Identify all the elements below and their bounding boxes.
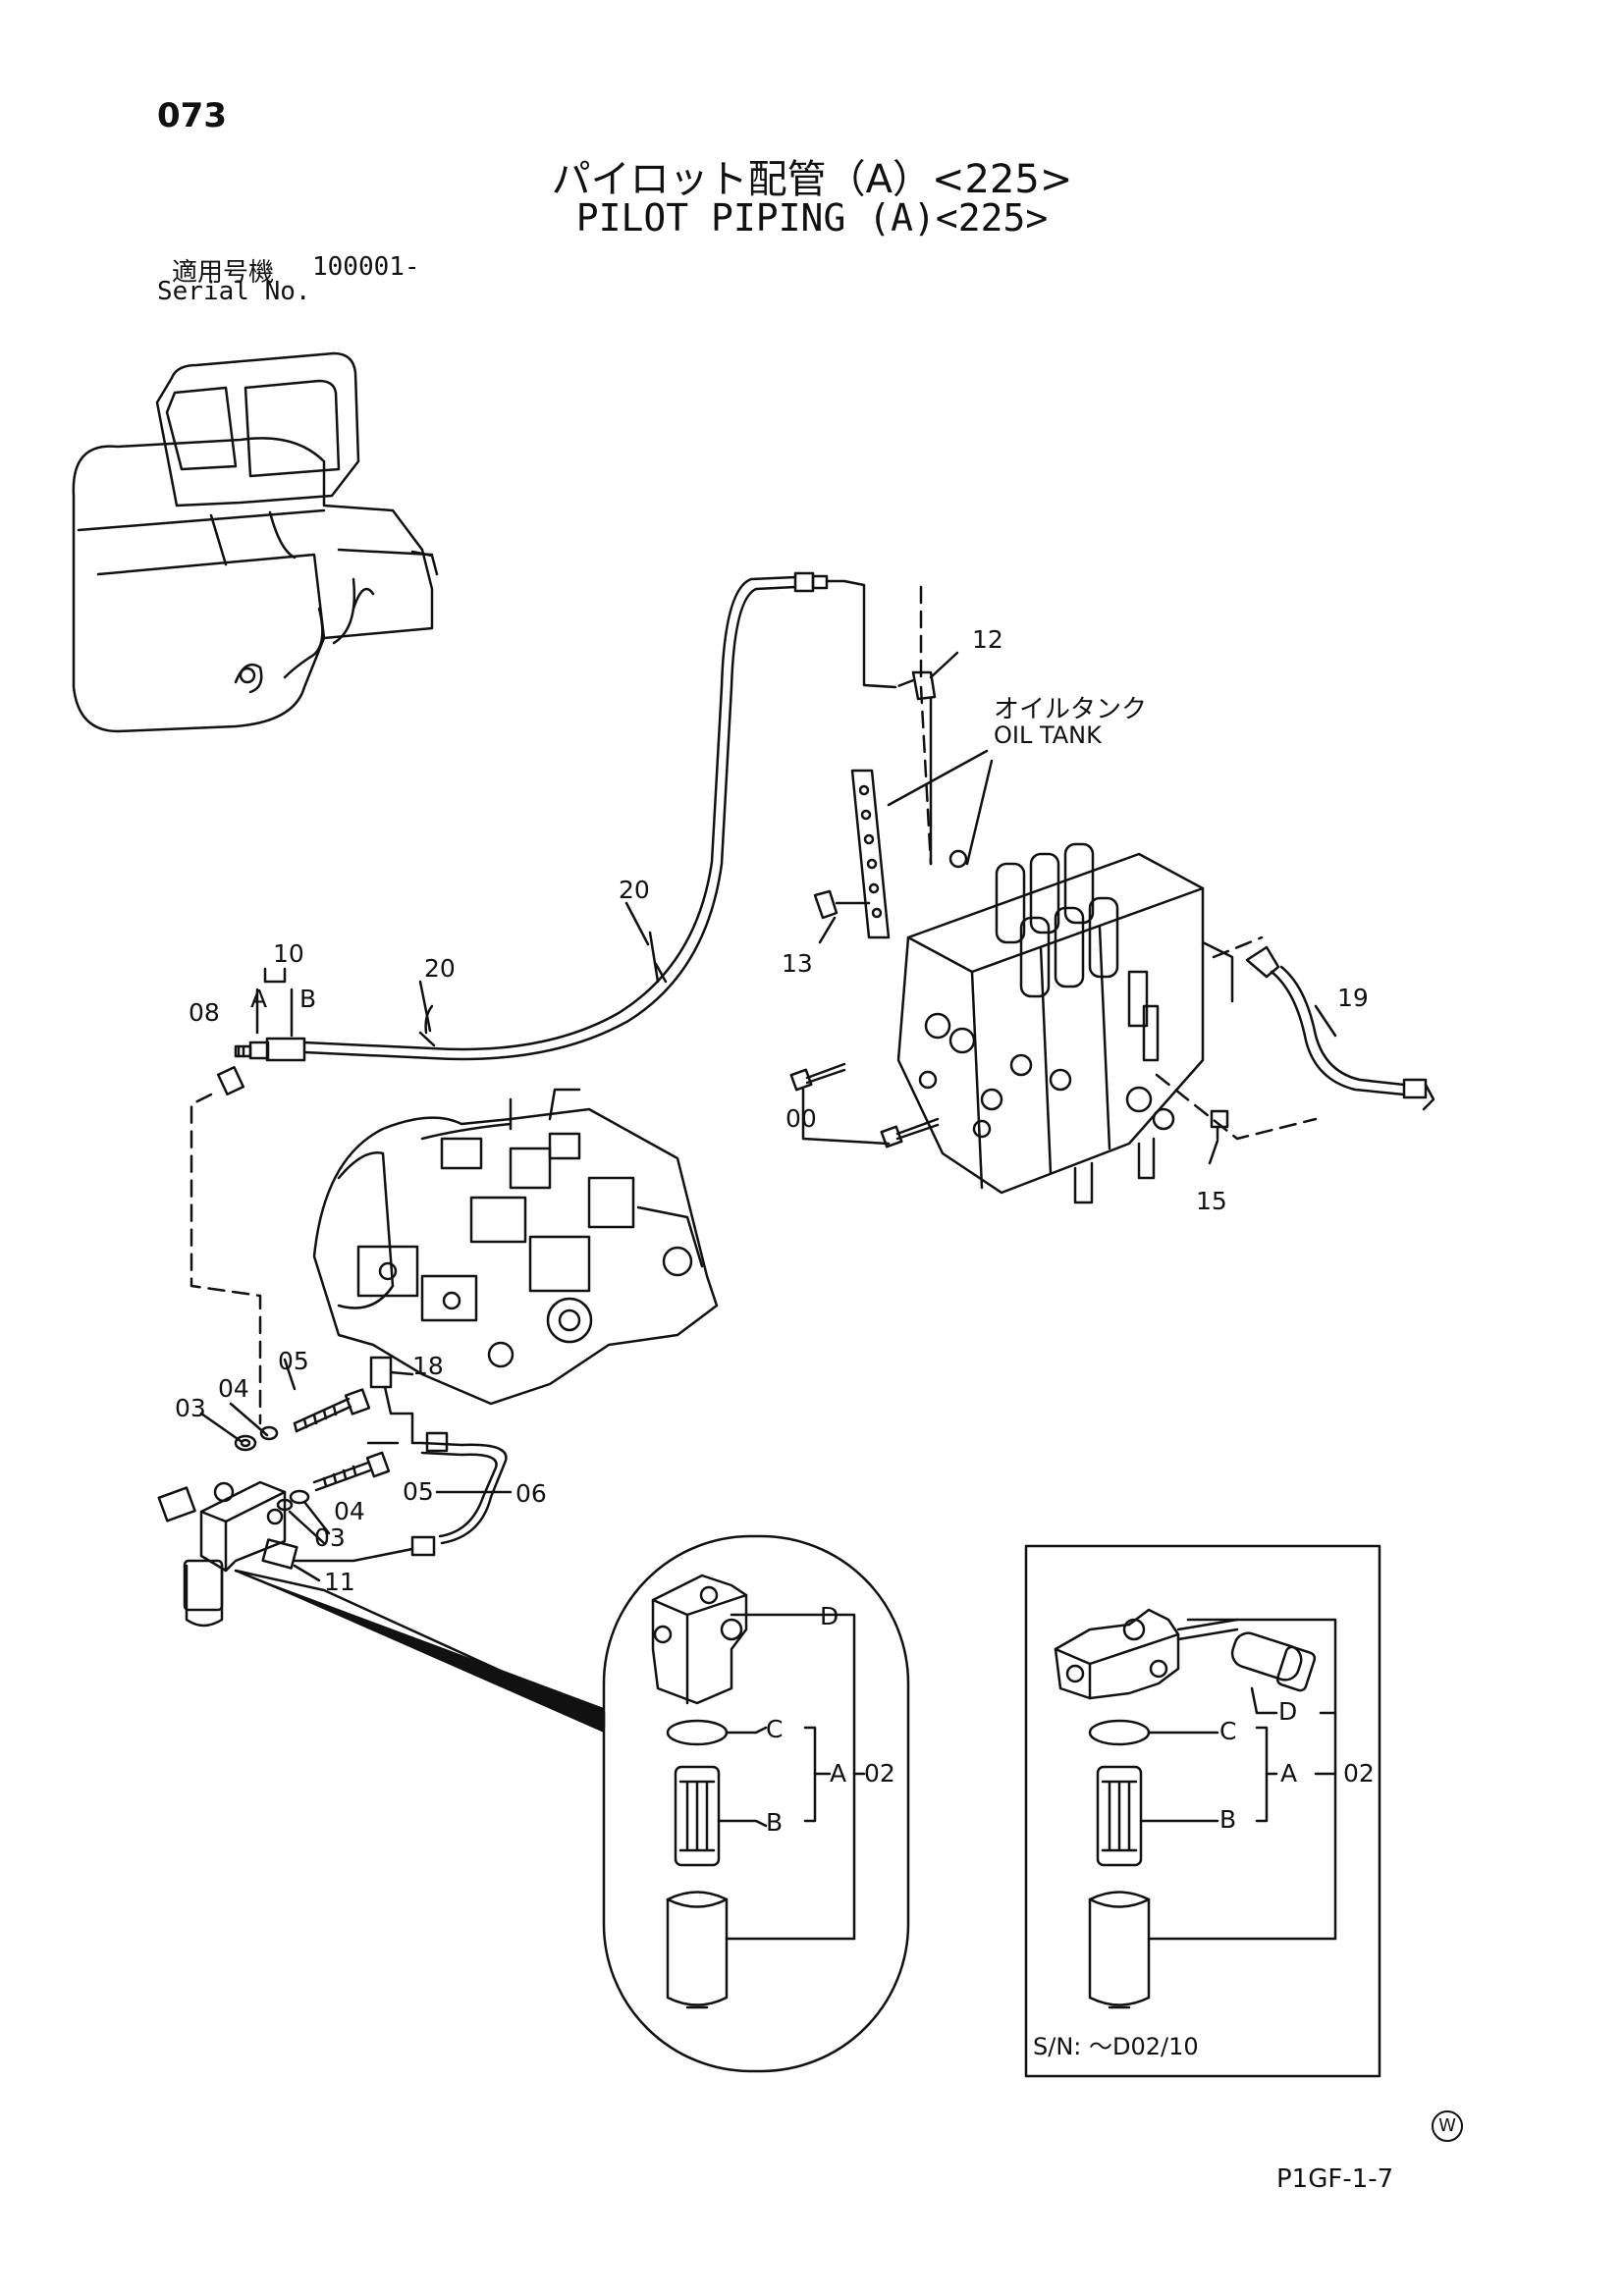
callout-04-upper: 04: [218, 1374, 249, 1403]
oil-tank-label-english: OIL TANK: [994, 721, 1102, 749]
callout-05-upper: 05: [278, 1347, 309, 1375]
serial-label-japanese: 適用号機: [172, 258, 275, 288]
box-callout-C: C: [1219, 1717, 1236, 1745]
drawing-code: P1GF-1-7: [1276, 2164, 1394, 2194]
callout-15: 15: [1196, 1187, 1227, 1215]
callout-13: 13: [782, 949, 813, 978]
callout-10: 10: [273, 939, 304, 968]
callout-11: 11: [324, 1568, 355, 1596]
oil-tank-label-japanese: オイルタンク: [994, 695, 1148, 724]
oval-callout-A: A: [830, 1759, 846, 1788]
callout-19: 19: [1337, 984, 1369, 1012]
box-callout-A: A: [1280, 1759, 1297, 1788]
box-callout-D: D: [1278, 1697, 1297, 1726]
control-valve: [896, 842, 1234, 1204]
leader-lines: [199, 651, 1337, 1582]
box-callout-B: B: [1219, 1805, 1236, 1834]
box-callout-02: 02: [1343, 1759, 1375, 1788]
machine-overview: [72, 351, 439, 733]
watermark-mark: W: [1432, 2110, 1463, 2142]
callout-A: A: [250, 985, 267, 1013]
callout-06: 06: [515, 1479, 547, 1508]
serial-note: S/N: ～D02/10: [1033, 2033, 1199, 2060]
callout-03-lower: 03: [314, 1523, 346, 1552]
hose-19: [1210, 945, 1435, 1141]
pump-assembly: [312, 1088, 719, 1406]
filter-assembly-parts: [157, 1356, 606, 1730]
callout-18: 18: [412, 1352, 444, 1380]
page-number: 073: [157, 96, 227, 135]
oval-callout-C: C: [766, 1715, 783, 1743]
callout-05-lower: 05: [403, 1477, 434, 1506]
oval-callout-D: D: [820, 1602, 839, 1630]
callout-numbers: 12 13 20 20 10 A B 08 19 00 15 05 04 03 …: [175, 625, 1375, 1837]
callout-04-lower: 04: [334, 1497, 365, 1525]
filter-detail-oval: [602, 1534, 910, 2073]
callout-20-upper: 20: [619, 876, 650, 904]
oval-callout-02: 02: [864, 1759, 895, 1788]
title-english: PILOT PIPING (A)<225>: [575, 196, 1049, 240]
callout-20-lower: 20: [424, 954, 456, 983]
callout-B: B: [299, 985, 316, 1013]
callout-03-upper: 03: [175, 1394, 206, 1422]
filter-detail-box: [1024, 1544, 1381, 2078]
serial-label-english: Serial No.: [157, 277, 311, 306]
title-japanese: パイロット配管（A）<225>: [551, 157, 1073, 202]
bolts-00: [789, 1062, 940, 1148]
pilot-hose-long: [302, 571, 897, 1061]
bracket-plate: [813, 670, 994, 939]
connector-lines: [189, 585, 1318, 1425]
oval-callout-B: B: [766, 1808, 783, 1837]
callout-08: 08: [189, 998, 220, 1027]
callout-00: 00: [785, 1104, 817, 1133]
callout-12: 12: [972, 625, 1003, 654]
serial-range: 100001-: [312, 252, 420, 282]
